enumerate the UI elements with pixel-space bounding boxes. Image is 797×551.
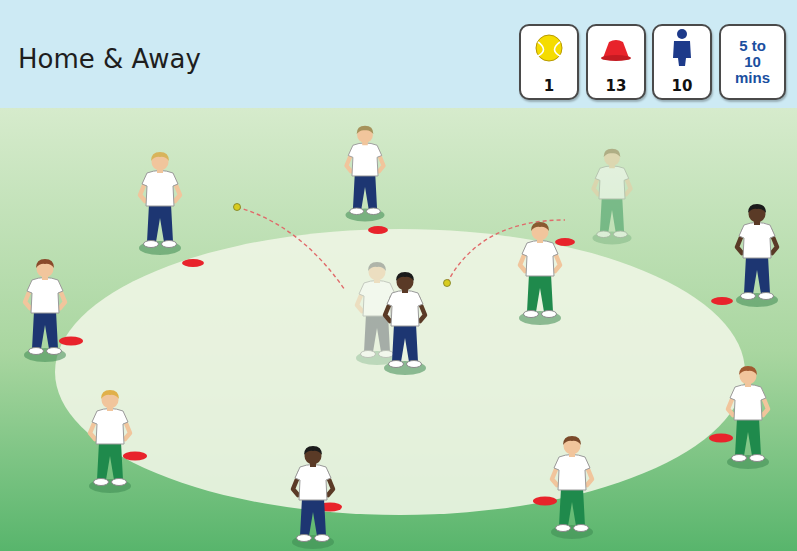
equipment-box: 1 xyxy=(519,24,579,100)
player-figure xyxy=(24,259,66,362)
player-figure xyxy=(89,390,131,493)
player-figure xyxy=(139,152,181,255)
cone-markers xyxy=(59,226,733,512)
ball xyxy=(444,280,451,287)
ball xyxy=(234,204,241,211)
count-number: 10 xyxy=(654,77,710,95)
player-figure xyxy=(519,222,561,325)
grass xyxy=(0,108,797,551)
duration-text: 5 to 10 mins xyxy=(731,38,775,86)
cone-icon xyxy=(601,40,631,61)
equipment-box: 5 to 10 mins xyxy=(719,24,786,100)
player-figure xyxy=(551,436,593,539)
title: Home & Away xyxy=(18,44,201,74)
player-figure xyxy=(384,272,426,375)
player-figure xyxy=(736,204,778,307)
count-number: 1 xyxy=(521,77,577,95)
header-band xyxy=(0,0,797,108)
player-figure xyxy=(727,366,769,469)
player-figure xyxy=(592,149,631,245)
equipment-box: 10 xyxy=(652,24,712,100)
player-figure xyxy=(345,126,384,222)
player-figure xyxy=(292,446,334,549)
ball-icon xyxy=(536,35,562,61)
equipment-box: 13 xyxy=(586,24,646,100)
play-circle xyxy=(55,229,745,515)
count-number: 13 xyxy=(588,77,644,95)
player-icon xyxy=(673,29,691,66)
